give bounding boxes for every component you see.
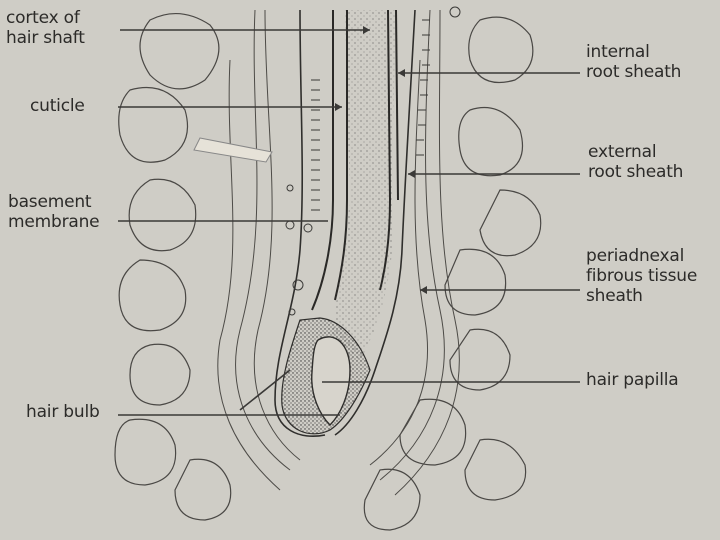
fiber-fragment: [194, 138, 272, 162]
label-cortex-of-hair-shaft: cortex of hair shaft: [6, 8, 85, 48]
adipose-cells-left: [115, 14, 231, 520]
label-line: basement: [8, 192, 99, 212]
label-line: membrane: [8, 212, 99, 232]
label-line: cuticle: [30, 96, 85, 116]
label-line: periadnexal: [586, 246, 697, 266]
label-line: hair papilla: [586, 370, 679, 390]
label-hair-bulb: hair bulb: [26, 402, 100, 422]
label-line: root sheath: [586, 62, 681, 82]
label-external-root-sheath: external root sheath: [588, 142, 683, 182]
label-basement-membrane: basement membrane: [8, 192, 99, 232]
label-hair-papilla: hair papilla: [586, 370, 679, 390]
label-periadnexal-fibrous-tissue-sheath: periadnexal fibrous tissue sheath: [586, 246, 697, 306]
label-line: root sheath: [588, 162, 683, 182]
label-line: sheath: [586, 286, 697, 306]
internal-root-sheath-area: [330, 10, 395, 360]
label-line: external: [588, 142, 683, 162]
label-line: cortex of: [6, 8, 85, 28]
label-cuticle: cuticle: [30, 96, 85, 116]
label-internal-root-sheath: internal root sheath: [586, 42, 681, 82]
label-line: hair bulb: [26, 402, 100, 422]
label-line: hair shaft: [6, 28, 85, 48]
label-line: fibrous tissue: [586, 266, 697, 286]
label-line: internal: [586, 42, 681, 62]
